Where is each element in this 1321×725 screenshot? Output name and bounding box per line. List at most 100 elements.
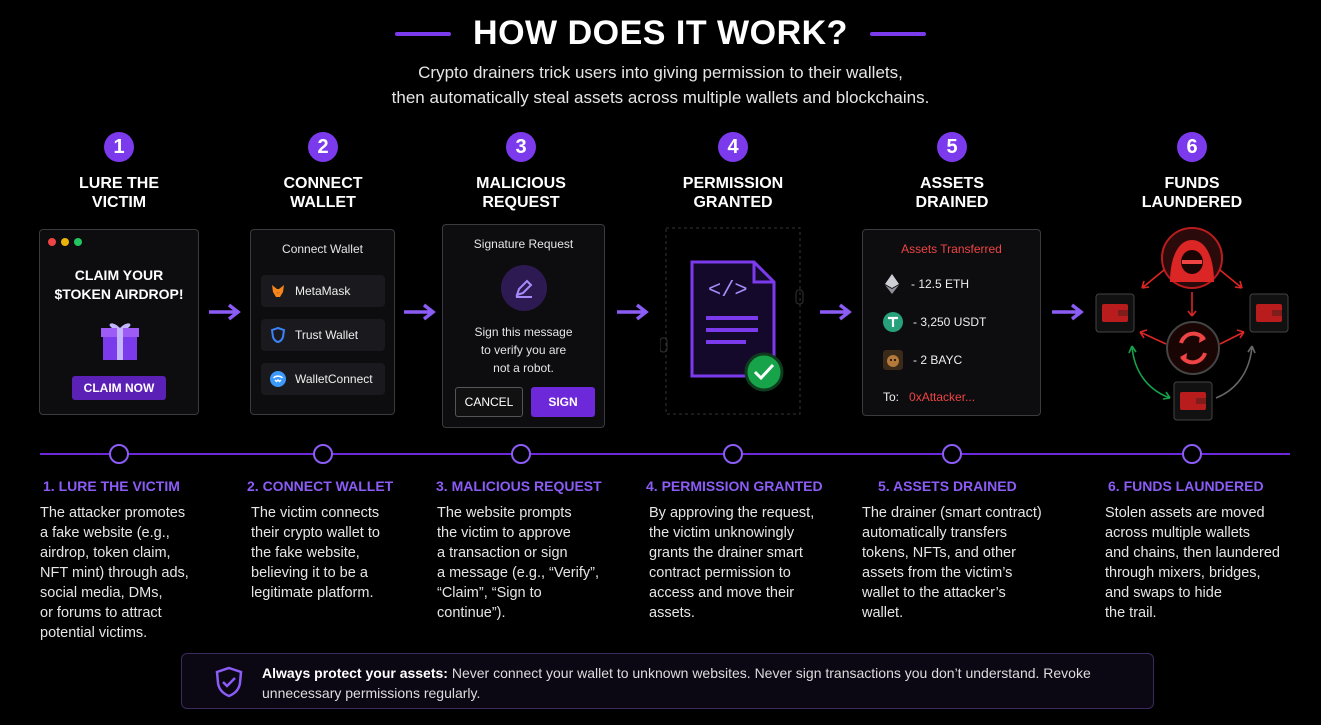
laundering-network-illustration — [1095, 227, 1289, 421]
timeline-node — [723, 444, 743, 464]
notice-text: Always protect your assets: Never connec… — [262, 663, 1142, 703]
assets-drained-card: Assets Transferred - 12.5 ETH - 3,250 US… — [862, 229, 1041, 416]
pen-sign-icon — [501, 265, 547, 311]
step-body: Stolen assets are moved across multiple … — [1105, 505, 1280, 621]
asset-row-eth: - 12.5 ETH — [883, 274, 969, 294]
signature-request-card: Signature Request Sign this message to v… — [442, 224, 605, 428]
step-name: MALICIOUS REQUEST — [476, 175, 566, 211]
step-title: 6. FUNDS LAUNDERED — [1108, 478, 1264, 494]
frame-handle-right — [795, 289, 804, 305]
step-title: 3. MALICIOUS REQUEST — [436, 478, 602, 494]
browser-dot-yellow — [61, 238, 69, 246]
timeline-node — [109, 444, 129, 464]
step-name: FUNDS LAUNDERED — [1141, 175, 1243, 211]
cancel-button[interactable]: CANCEL — [455, 387, 523, 417]
mixer-refresh-icon — [1166, 321, 1220, 375]
step-name: LURE THE VICTIM — [79, 175, 159, 211]
arrow-right-icon — [404, 303, 436, 321]
step-title: 2. CONNECT WALLET — [247, 478, 394, 494]
contract-document-icon: </> — [690, 260, 776, 378]
sign-button[interactable]: SIGN — [531, 387, 595, 417]
asset-amount: - 2 BAYC — [913, 353, 963, 367]
assets-transferred-title: Assets Transferred — [901, 242, 1002, 256]
asset-amount: - 12.5 ETH — [911, 277, 970, 291]
grey-arrowhead — [1247, 345, 1256, 354]
title-line-left — [395, 31, 452, 36]
step-number: 6 — [1177, 132, 1207, 162]
arrow-right-icon — [209, 303, 241, 321]
notice-bold: Always protect your assets: — [262, 665, 448, 681]
step-2-description: 2. CONNECT WALLET The victim connects th… — [247, 478, 427, 603]
dashed-frame — [665, 227, 801, 415]
attacker-address: 0xAttacker... — [909, 390, 976, 404]
wallet-label: WalletConnect — [295, 372, 373, 386]
step-1-description: 1. LURE THE VICTIM The attacker promotes… — [40, 478, 236, 643]
arrow-right-icon — [617, 303, 649, 321]
signature-request-title: Signature Request — [473, 237, 574, 251]
green-flow-arrow — [1131, 345, 1171, 400]
step-name: CONNECT WALLET — [283, 175, 363, 211]
subtitle-line-1: Crypto drainers trick users into giving … — [418, 63, 903, 82]
arrow-right-icon — [1052, 303, 1084, 321]
claim-now-button[interactable]: CLAIM NOW — [72, 376, 166, 400]
airdrop-headline: CLAIM YOUR $TOKEN AIRDROP! — [54, 267, 184, 302]
timeline-line — [40, 453, 1290, 455]
page-subtitle: Crypto drainers trick users into giving … — [0, 60, 1321, 110]
to-label: To: — [883, 390, 900, 404]
ape-nft-icon — [883, 350, 903, 370]
step-title: 5. ASSETS DRAINED — [878, 478, 1017, 494]
step-title: 4. PERMISSION GRANTED — [646, 478, 823, 494]
wallet-icon-right — [1249, 293, 1289, 333]
step-4-header: 4 PERMISSION GRANTED — [643, 132, 823, 212]
step-5-description: 5. ASSETS DRAINED The drainer (smart con… — [862, 478, 1082, 623]
tether-icon — [883, 312, 903, 332]
browser-dots — [48, 238, 82, 246]
checkmark-icon — [744, 352, 784, 392]
step-body: By approving the request, the victim unk… — [649, 505, 815, 621]
timeline-node — [511, 444, 531, 464]
wallet-label: MetaMask — [295, 284, 351, 298]
asset-row-bayc: - 2 BAYC — [883, 350, 962, 370]
security-notice: Always protect your assets: Never connec… — [181, 653, 1154, 709]
wallet-option-metamask[interactable]: MetaMask — [261, 275, 385, 307]
arrow-right-icon — [820, 303, 852, 321]
walletconnect-icon — [269, 370, 287, 388]
page-title: HOW DOES IT WORK? — [473, 14, 848, 52]
fake-website-card: CLAIM YOUR $TOKEN AIRDROP! CLAIM NOW — [39, 229, 199, 415]
step-number: 2 — [308, 132, 338, 162]
notice-body: Never connect your wallet to unknown web… — [262, 665, 1091, 701]
browser-dot-green — [74, 238, 82, 246]
wallet-label: Trust Wallet — [295, 328, 359, 342]
green-arrowhead — [1128, 345, 1137, 354]
wallet-option-trust[interactable]: Trust Wallet — [261, 319, 385, 351]
timeline-node — [1182, 444, 1202, 464]
step-body: The victim connects their crypto wallet … — [251, 505, 380, 601]
recipient-row: To: 0xAttacker... — [883, 390, 975, 404]
wallet-icon-bottom — [1173, 381, 1213, 421]
trust-wallet-icon — [269, 326, 287, 344]
connect-wallet-card: Connect Wallet MetaMask Trust Wallet Wal… — [250, 229, 395, 415]
asset-amount: - 3,250 USDT — [913, 315, 987, 329]
step-number: 3 — [506, 132, 536, 162]
wallet-option-walletconnect[interactable]: WalletConnect — [261, 363, 385, 395]
timeline-node — [313, 444, 333, 464]
signature-message: Sign this message to verify you are not … — [474, 325, 573, 375]
title-line-right — [869, 31, 926, 36]
metamask-icon — [269, 282, 287, 300]
step-name: PERMISSION GRANTED — [682, 175, 784, 211]
timeline-node — [942, 444, 962, 464]
asset-row-usdt: - 3,250 USDT — [883, 312, 986, 332]
gift-icon — [101, 323, 139, 360]
step-2-header: 2 CONNECT WALLET — [233, 132, 413, 212]
frame-handle-left — [660, 337, 668, 353]
header: HOW DOES IT WORK? — [0, 14, 1321, 53]
step-4-description: 4. PERMISSION GRANTED By approving the r… — [646, 478, 852, 623]
svg-text:</>: </> — [708, 278, 748, 303]
step-number: 4 — [718, 132, 748, 162]
step-body: The attacker promotes a fake website (e.… — [40, 505, 189, 641]
flow-arrows — [1139, 269, 1245, 345]
permission-granted-illustration: </> — [660, 227, 804, 415]
step-body: The drainer (smart contract) automatical… — [862, 505, 1042, 621]
grey-flow-arrow — [1215, 345, 1253, 399]
browser-dot-red — [48, 238, 56, 246]
